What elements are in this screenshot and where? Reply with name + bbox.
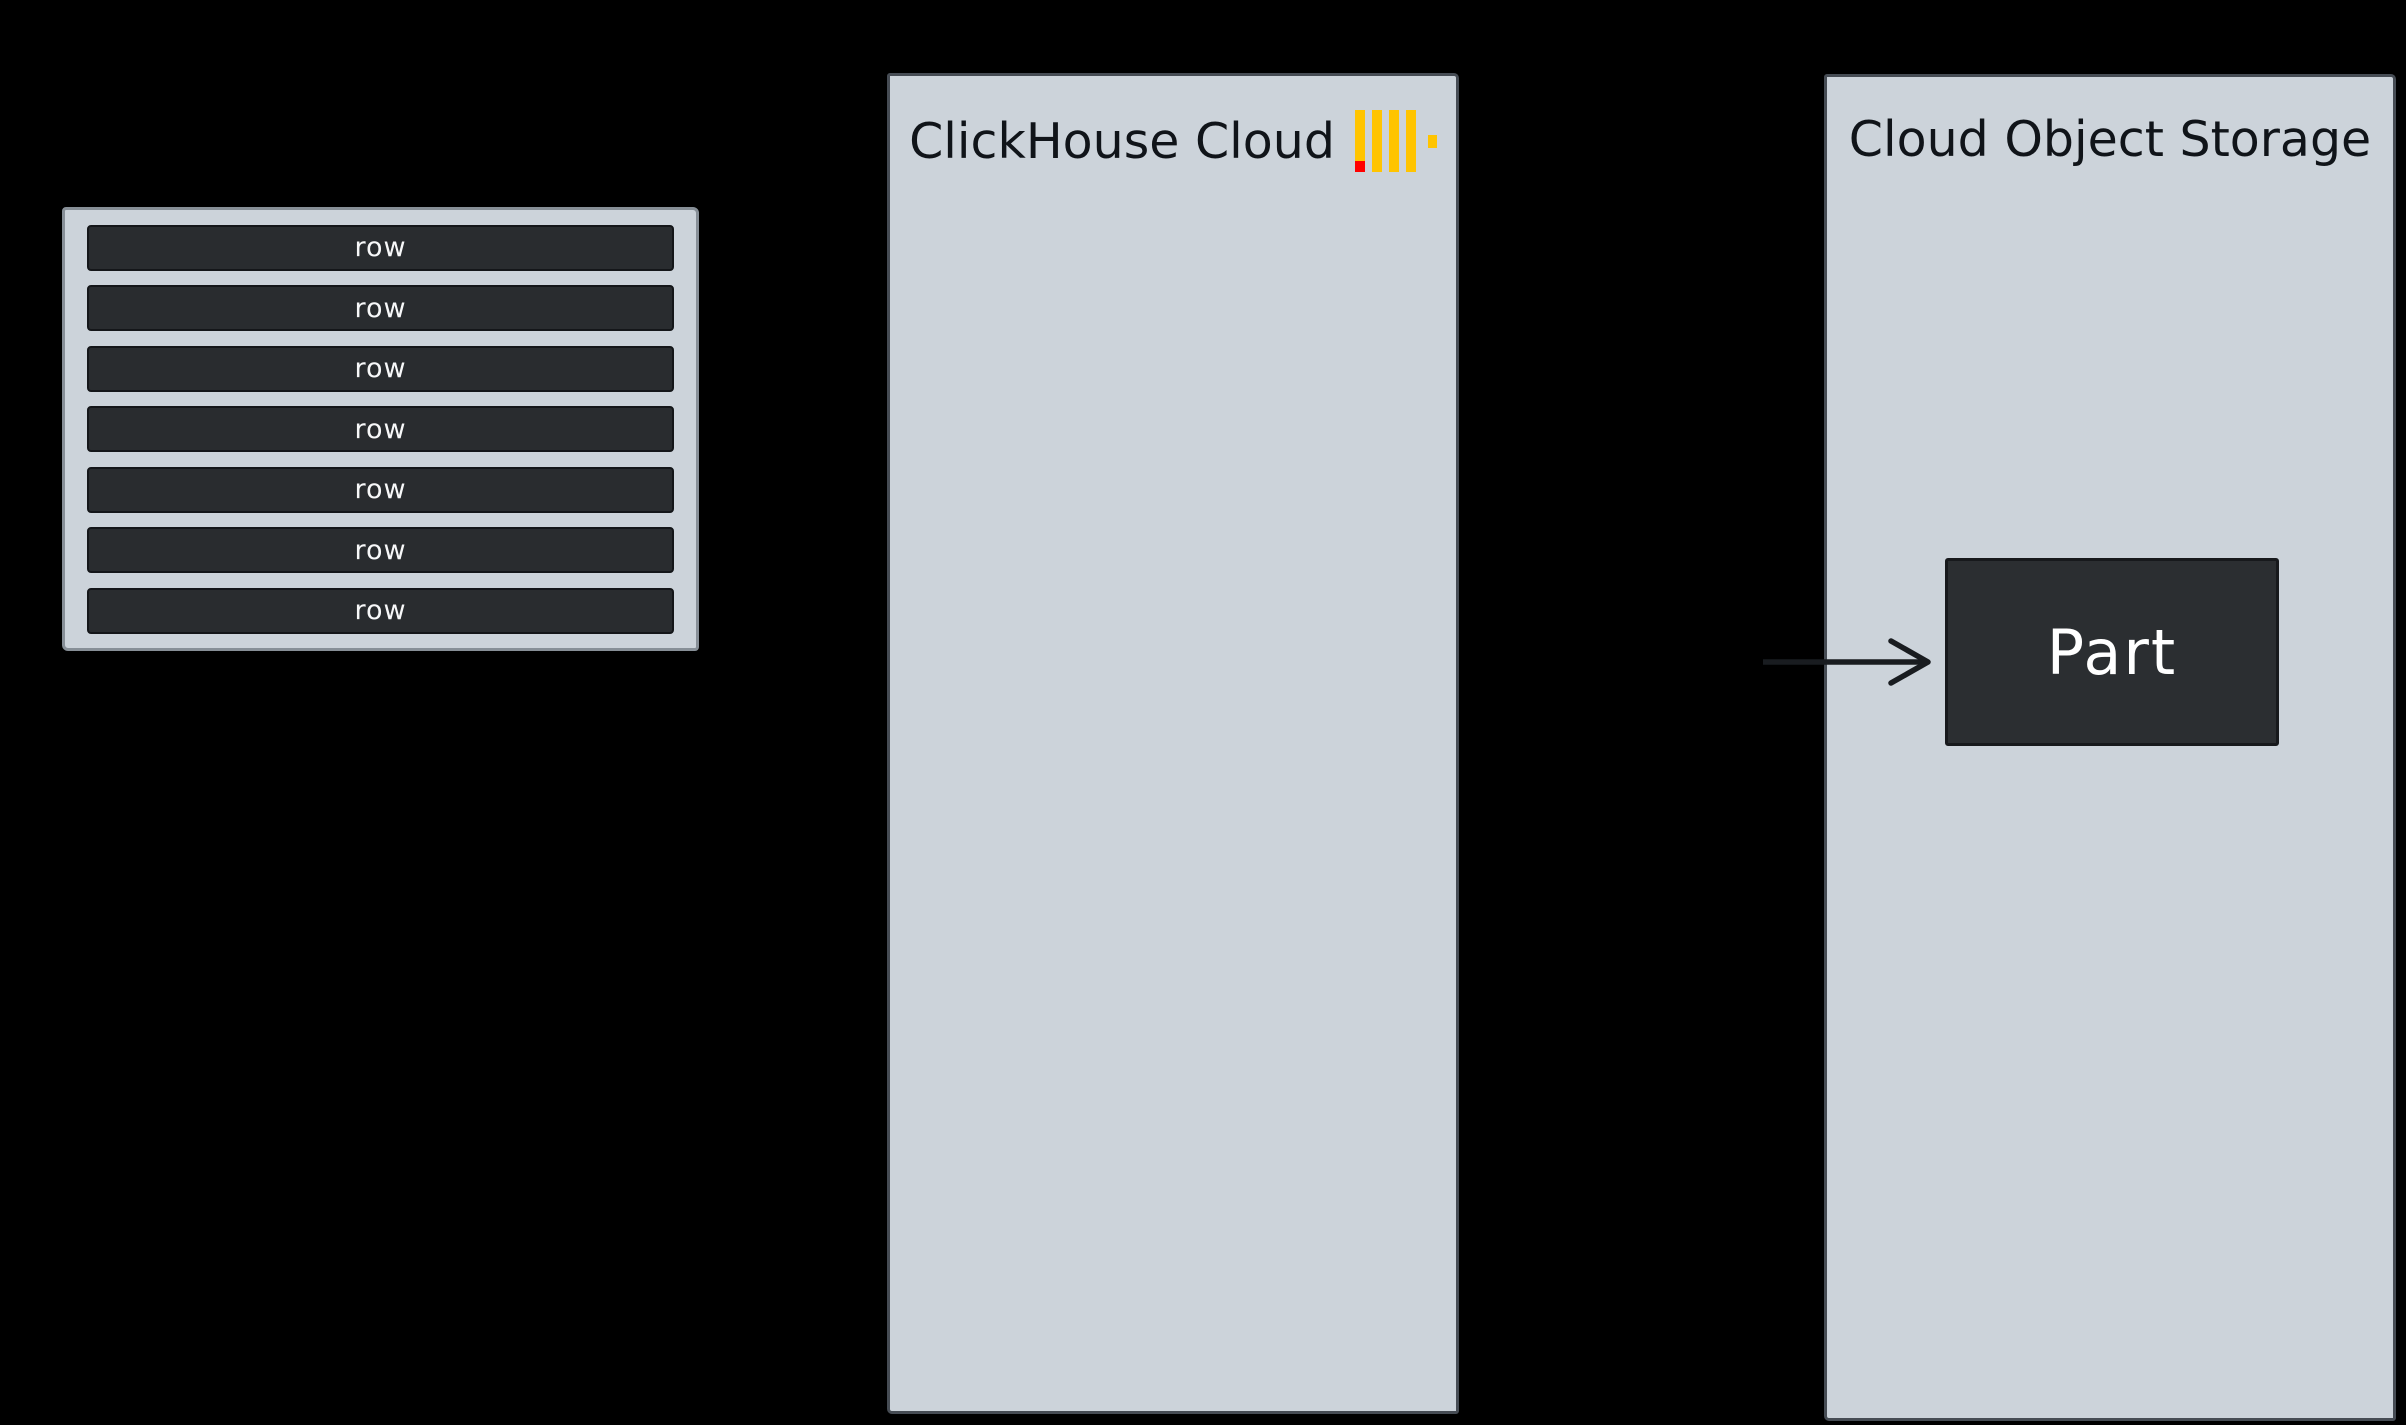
cloud-object-storage-panel: Cloud Object Storage Part	[1824, 74, 2396, 1421]
table-row: row	[87, 224, 674, 271]
clickhouse-cloud-title: ClickHouse Cloud	[890, 110, 1456, 172]
clickhouse-logo-bar	[1371, 110, 1382, 172]
clickhouse-cloud-panel: ClickHouse Cloud	[887, 73, 1459, 1414]
table-row: row	[87, 345, 674, 392]
part-box-label: Part	[2046, 615, 2178, 689]
table-row: row	[87, 285, 674, 331]
clickhouse-cloud-title-label: ClickHouse Cloud	[909, 112, 1335, 170]
table-row: row	[87, 527, 674, 573]
clickhouse-logo-dot	[1427, 134, 1437, 148]
rows-table: row row row row row row row	[62, 207, 699, 651]
cloud-object-storage-title-label: Cloud Object Storage	[1848, 111, 2372, 168]
part-box: Part	[1945, 558, 2279, 746]
table-row: row	[87, 466, 674, 513]
clickhouse-logo-bar	[1354, 110, 1365, 172]
arrow-to-part-icon	[1763, 638, 1931, 686]
clickhouse-logo-icon	[1354, 110, 1437, 172]
clickhouse-logo-bar	[1405, 110, 1416, 172]
cloud-object-storage-title: Cloud Object Storage	[1827, 111, 2393, 168]
clickhouse-logo-bar	[1388, 110, 1399, 172]
table-row: row	[87, 406, 674, 452]
table-row: row	[87, 587, 674, 634]
